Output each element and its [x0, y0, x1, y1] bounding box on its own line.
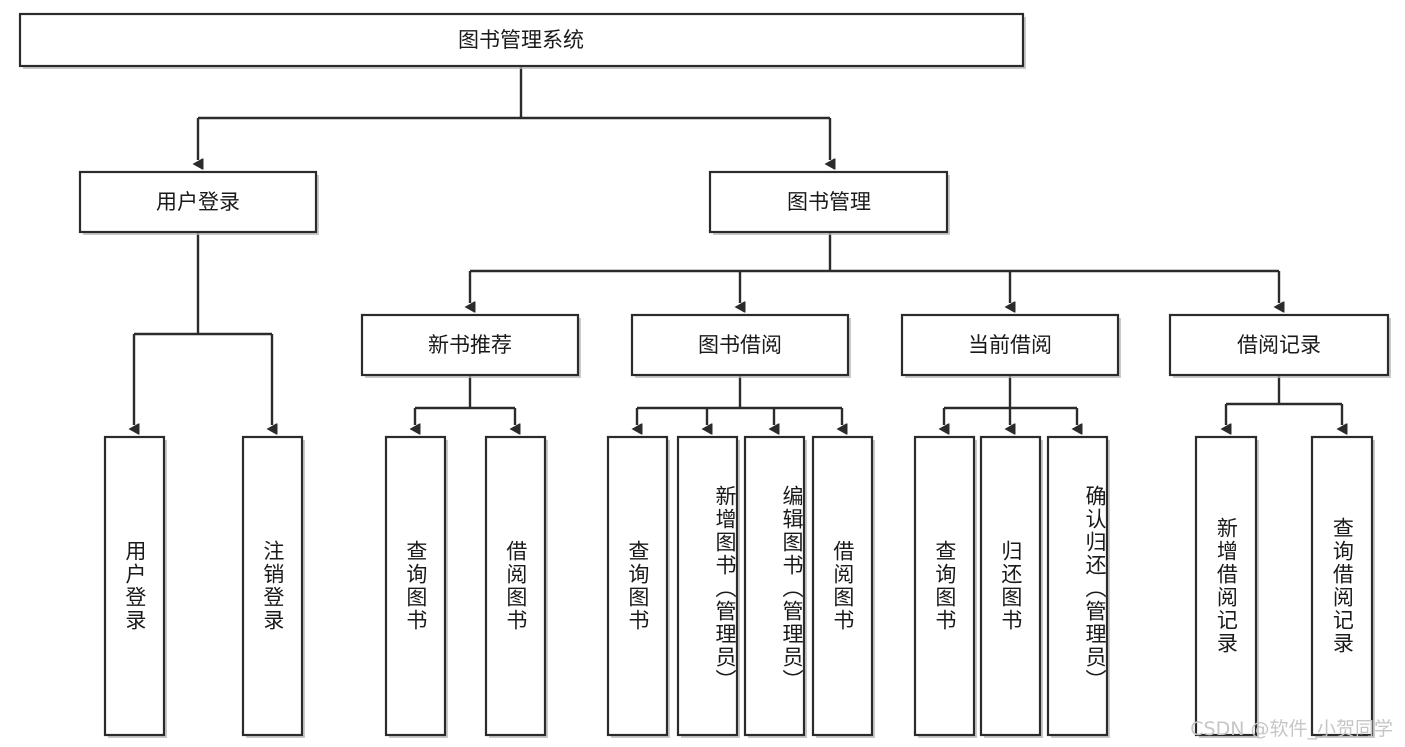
node-new-book-recommend-label: 新书推荐 [428, 333, 512, 357]
node-current-borrow[interactable]: 当前借阅 [900, 313, 1121, 378]
node-layer: 图书管理系统 用户登录 图书管理 新书推荐 [18, 12, 1391, 738]
node-leaf-user-login-rect[interactable] [103, 435, 166, 737]
node-leaf-borrow-book-2-rect[interactable] [811, 435, 874, 737]
node-book-manage-rect[interactable] [708, 170, 949, 234]
node-leaf-query-record[interactable] [1310, 435, 1375, 738]
node-leaf-query-book-3-rect[interactable] [913, 435, 976, 737]
node-leaf-edit-book[interactable] [743, 435, 807, 738]
node-new-book-recommend-rect[interactable] [360, 313, 580, 377]
node-borrow-record-rect[interactable] [1168, 313, 1390, 377]
node-user-login-rect[interactable] [78, 170, 318, 234]
node-leaf-add-record-rect[interactable] [1194, 435, 1258, 737]
node-root-label: 图书管理系统 [458, 28, 584, 52]
node-leaf-confirm-return-rect[interactable] [1046, 435, 1109, 737]
node-borrow-record[interactable]: 借阅记录 [1168, 313, 1391, 378]
node-book-borrow[interactable]: 图书借阅 [630, 313, 851, 378]
node-current-borrow-rect[interactable] [900, 313, 1120, 377]
node-leaf-return-book-rect[interactable] [979, 435, 1042, 737]
node-root-rect[interactable] [18, 12, 1025, 68]
node-leaf-return-book[interactable] [979, 435, 1043, 738]
node-book-borrow-rect[interactable] [630, 313, 850, 377]
node-book-manage-label: 图书管理 [787, 190, 871, 214]
node-current-borrow-label: 当前借阅 [968, 333, 1052, 357]
node-leaf-query-record-rect[interactable] [1310, 435, 1374, 737]
node-leaf-query-book-1[interactable] [384, 435, 448, 738]
node-leaf-logout-rect[interactable] [241, 435, 304, 737]
node-leaf-confirm-return[interactable] [1046, 435, 1110, 738]
csdn-watermark: CSDN @软件_小贺同学 [1190, 718, 1393, 740]
node-borrow-record-label: 借阅记录 [1237, 333, 1321, 357]
node-leaf-query-book-1-rect[interactable] [384, 435, 447, 737]
node-root[interactable]: 图书管理系统 [18, 12, 1026, 69]
connector-layer [134, 66, 1342, 425]
node-leaf-borrow-book-1-rect[interactable] [484, 435, 547, 737]
node-leaf-add-book[interactable] [676, 435, 740, 738]
node-new-book-recommend[interactable]: 新书推荐 [360, 313, 581, 378]
node-leaf-user-login[interactable] [103, 435, 167, 738]
node-book-borrow-label: 图书借阅 [698, 333, 782, 357]
node-leaf-logout[interactable] [241, 435, 305, 738]
node-book-manage[interactable]: 图书管理 [708, 170, 950, 235]
node-leaf-borrow-book-1[interactable] [484, 435, 548, 738]
node-user-login-label: 用户登录 [156, 190, 240, 214]
node-user-login[interactable]: 用户登录 [78, 170, 319, 235]
node-leaf-edit-book-rect[interactable] [743, 435, 806, 737]
node-leaf-query-book-2[interactable] [606, 435, 670, 738]
node-leaf-add-record[interactable] [1194, 435, 1259, 738]
node-leaf-borrow-book-2[interactable] [811, 435, 875, 738]
node-leaf-query-book-3[interactable] [913, 435, 977, 738]
node-leaf-query-book-2-rect[interactable] [606, 435, 669, 737]
node-leaf-add-book-rect[interactable] [676, 435, 739, 737]
